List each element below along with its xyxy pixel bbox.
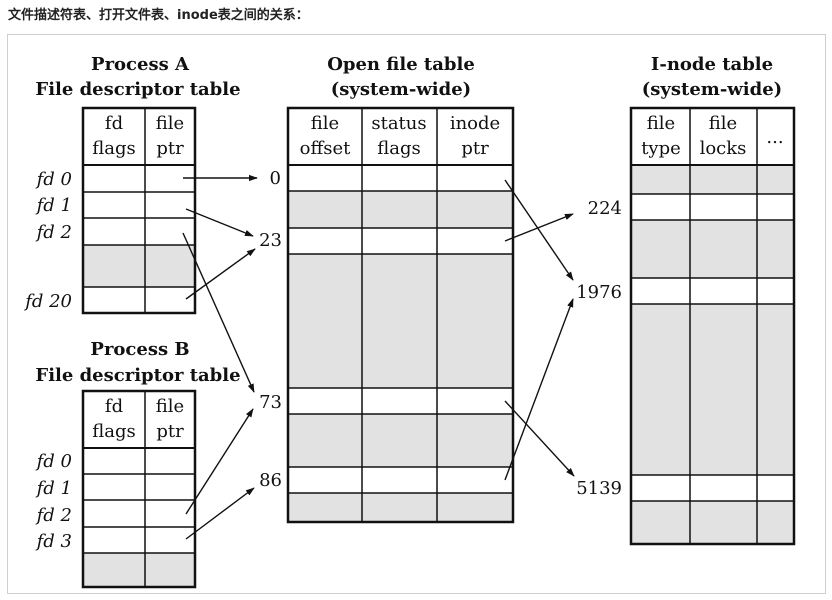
open-file-table-title: Open file table xyxy=(327,54,475,75)
open-file-col-inode-ptr: inode xyxy=(450,113,500,134)
inode-table-title: I-node table xyxy=(651,54,773,75)
svg-text:flags: flags xyxy=(92,421,136,442)
process-b-table: Process B File descriptor table fd flags… xyxy=(35,339,241,589)
process-a-table: Process A File descriptor table fd flags… xyxy=(23,54,241,315)
arrow-a-fd1-to-23 xyxy=(185,208,254,237)
process-a-border xyxy=(81,106,197,315)
inode-entry-index: 5139 xyxy=(576,478,622,499)
svg-text:type: type xyxy=(641,138,681,159)
inode-table-border xyxy=(629,106,796,546)
arrow-b-fd3-to-86 xyxy=(185,487,255,540)
inode-table-subtitle: (system-wide) xyxy=(642,79,782,100)
open-file-table-border xyxy=(286,106,515,524)
process-a-fd-label: fd 2 xyxy=(35,222,72,243)
process-a-fd-label: fd 0 xyxy=(35,169,72,190)
process-b-col-file-ptr: file xyxy=(156,396,184,417)
process-b-fd-label: fd 0 xyxy=(35,451,72,472)
inode-col-file-locks: file xyxy=(709,113,737,134)
arrow-b-fd2-to-73 xyxy=(185,408,254,515)
open-file-entry-index: 0 xyxy=(270,168,281,189)
arrow-86-to-1976 xyxy=(504,298,574,481)
open-file-table: Open file table (system-wide) file offse… xyxy=(259,54,515,524)
figure-frame xyxy=(7,34,826,594)
arrow-a-fd20-to-23 xyxy=(185,248,256,300)
process-b-fd-label: fd 3 xyxy=(35,531,72,552)
arrow-73-to-5139 xyxy=(504,400,575,477)
arrow-a-fd2-to-73 xyxy=(182,232,255,393)
process-a-title: Process A xyxy=(91,54,190,75)
process-b-fd-label: fd 2 xyxy=(35,505,72,526)
open-file-col-file-offset: file xyxy=(311,113,339,134)
process-a-fd-label: fd 1 xyxy=(35,195,72,216)
process-a-shaded-rows xyxy=(83,245,195,287)
svg-text:flags: flags xyxy=(377,138,421,159)
svg-text:ptr: ptr xyxy=(156,138,184,159)
process-a-col-fd-flags: fd xyxy=(105,113,123,134)
arrow-0-to-1976 xyxy=(504,179,574,281)
arrow-23-to-224 xyxy=(504,213,574,242)
inode-entry-index: 1976 xyxy=(576,282,622,303)
process-a-subtitle: File descriptor table xyxy=(35,79,240,100)
open-file-col-status-flags: status xyxy=(371,113,426,134)
open-file-table-shading xyxy=(288,165,513,522)
process-b-shaded-row xyxy=(83,553,195,587)
inode-table: I-node table (system-wide) file type fil… xyxy=(576,54,796,546)
process-b-fd-label: fd 1 xyxy=(35,478,72,499)
process-b-title: Process B xyxy=(90,339,189,360)
open-file-table-subtitle: (system-wide) xyxy=(331,79,471,100)
svg-text:ptr: ptr xyxy=(461,138,489,159)
process-b-col-fd-flags: fd xyxy=(105,396,123,417)
svg-text:ptr: ptr xyxy=(156,421,184,442)
inode-entry-index: 224 xyxy=(588,198,622,219)
inode-col-ellipsis: ... xyxy=(766,127,783,148)
svg-text:offset: offset xyxy=(300,138,352,159)
pointer-arrows xyxy=(182,174,575,540)
process-b-border xyxy=(81,389,197,589)
svg-text:locks: locks xyxy=(700,138,747,159)
process-a-col-file-ptr: file xyxy=(156,113,184,134)
open-file-entry-index: 73 xyxy=(259,392,282,413)
process-a-fd-label: fd 20 xyxy=(23,291,72,312)
svg-text:flags: flags xyxy=(92,138,136,159)
figure-caption: 文件描述符表、打开文件表、inode表之间的关系： xyxy=(8,8,309,23)
open-file-entry-index: 23 xyxy=(259,230,282,251)
process-b-subtitle: File descriptor table xyxy=(35,365,240,386)
open-file-entry-index: 86 xyxy=(259,470,282,491)
inode-col-file-type: file xyxy=(647,113,675,134)
